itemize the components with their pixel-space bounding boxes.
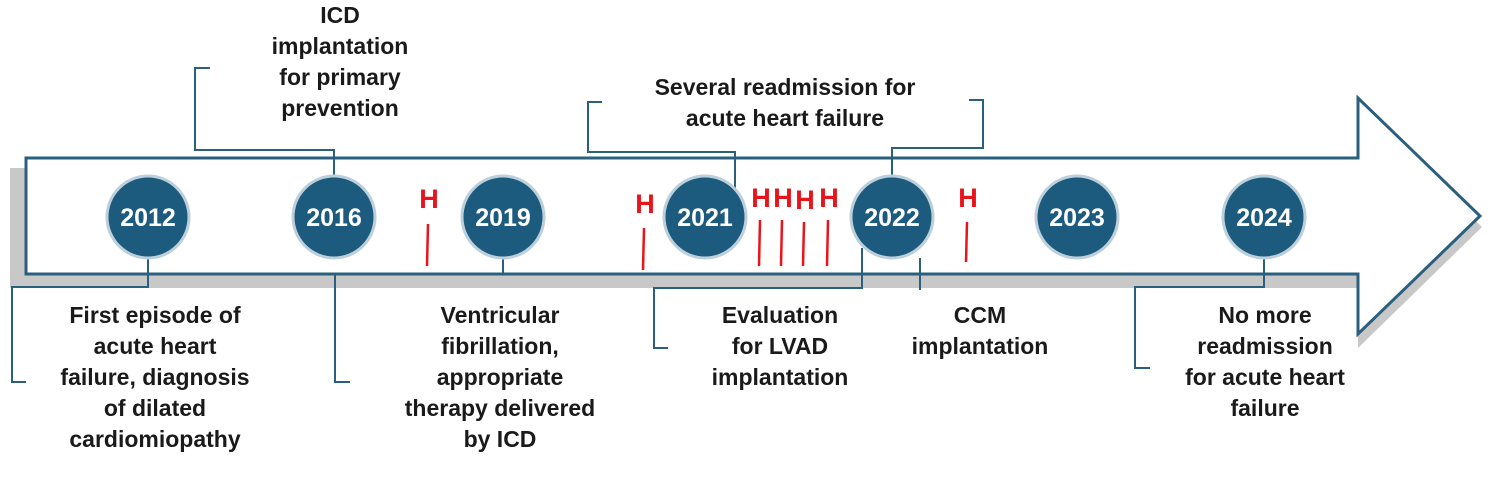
hospitalization-marker-4: H: [773, 183, 793, 213]
year-label-2012: 2012: [120, 204, 176, 232]
connector-icd: [194, 67, 335, 175]
connector-no-readmission: [1134, 258, 1265, 369]
year-node-2024: [1221, 174, 1307, 260]
hospitalization-tick-5: [801, 221, 806, 267]
label-no-readmission: No more readmission for acute heart fail…: [1185, 302, 1345, 421]
year-label-2019: 2019: [475, 204, 531, 232]
hospitalization-tick-7: [964, 221, 969, 263]
hospitalization-tick-1: [425, 223, 430, 267]
label-first-episode: First episode of acute heart failure, di…: [60, 302, 250, 452]
hospitalization-marker-2: H: [635, 189, 655, 219]
label-icd-implantation: ICD implantation for primary prevention: [271, 2, 409, 121]
label-ccm-implantation: CCM implantation: [911, 302, 1049, 359]
year-node-2012: [105, 174, 191, 260]
hospitalization-tick-6: [825, 219, 830, 267]
connector-first-episode: [11, 258, 149, 383]
connector-readmission-right: [891, 99, 984, 178]
connector-vf: [334, 274, 350, 383]
year-label-2022: 2022: [864, 204, 920, 232]
timeline-arrow: [24, 94, 1483, 338]
hospitalization-marker-7: H: [958, 183, 978, 213]
year-nodes: 2012 2016 2019 2021 2022 2023 2024: [105, 174, 1307, 260]
year-node-2022: [849, 174, 935, 260]
hospitalization-tick-3: [757, 219, 762, 267]
connector-lvad: [653, 248, 863, 349]
hospitalization-marker-1: H: [419, 184, 439, 214]
year-node-2021: [662, 174, 748, 260]
hospitalization-tick-4: [779, 219, 784, 267]
year-label-2021: 2021: [677, 204, 733, 232]
hospitalization-marker-6: H: [819, 183, 839, 213]
year-node-2016: [291, 174, 377, 260]
label-ventricular-fibrillation: Ventricular fibrillation, appropriate th…: [404, 302, 596, 452]
label-readmissions: Several readmission for acute heart fail…: [654, 74, 916, 131]
hospitalization-tick-2: [641, 227, 646, 271]
year-label-2024: 2024: [1236, 204, 1292, 232]
year-node-2019: [460, 174, 546, 260]
year-label-2016: 2016: [306, 204, 362, 232]
label-lvad-evaluation: Evaluation for LVAD implantation: [711, 302, 849, 390]
hospitalization-marker-5: H: [795, 185, 815, 215]
year-node-2023: [1034, 174, 1120, 260]
year-label-2023: 2023: [1049, 204, 1105, 232]
hospitalization-marker-3: H: [751, 183, 771, 213]
connector-readmission-left: [587, 101, 736, 195]
